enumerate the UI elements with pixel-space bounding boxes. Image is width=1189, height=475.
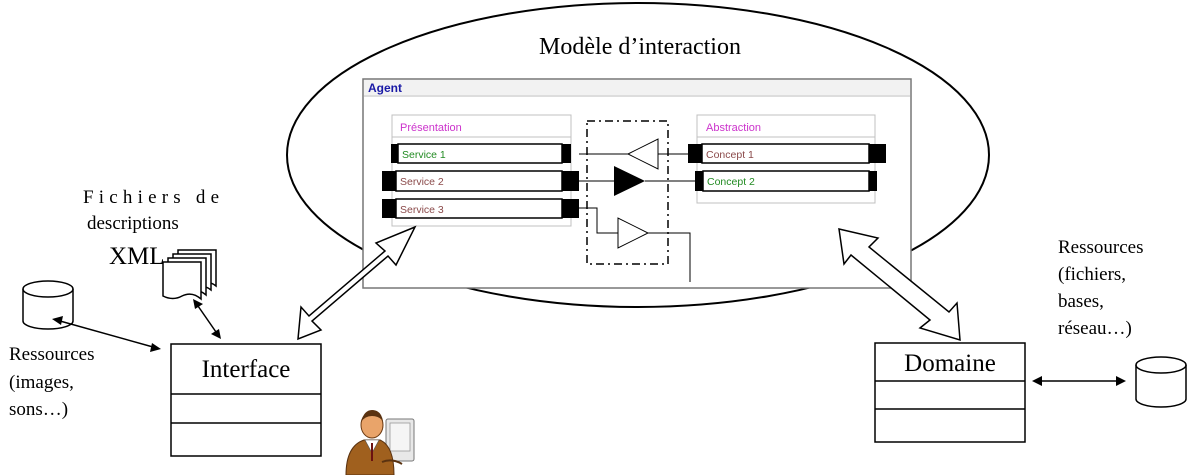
- service-1-label: Service 1: [402, 149, 446, 161]
- service-3-label: Service 3: [400, 204, 444, 216]
- domaine-db-arrow-right: [1032, 376, 1126, 386]
- interaction-model-title: Modèle d’interaction: [539, 34, 741, 60]
- xml-document-stack-icon: [162, 249, 217, 301]
- resources-left-line3: sons…): [9, 399, 68, 420]
- service-row-2: Service 2: [382, 170, 579, 192]
- database-icon-right: [1135, 356, 1187, 408]
- connector-1: [579, 138, 688, 170]
- interface-label: Interface: [202, 356, 291, 383]
- agent-label: Agent: [368, 81, 402, 95]
- abstraction-header: Abstraction: [706, 122, 761, 134]
- db-interface-arrow-left: [52, 316, 161, 352]
- user-at-computer-icon: [345, 410, 415, 475]
- connector-3: [579, 207, 691, 282]
- domaine-label: Domaine: [904, 350, 996, 377]
- resources-right-line4: réseau…): [1058, 318, 1132, 339]
- concept-1-label: Concept 1: [706, 149, 754, 161]
- xml-files-line3: XML: [109, 243, 165, 270]
- xml-files-line2: descriptions: [87, 213, 179, 234]
- concept-row-2: Concept 2: [695, 170, 877, 192]
- xml-interface-arrow: [193, 299, 221, 339]
- resources-left-line2: (images,: [9, 372, 74, 393]
- concept-row-1: Concept 1: [688, 143, 886, 164]
- interface-box: Interface: [170, 343, 322, 457]
- service-row-1: Service 1: [391, 143, 571, 164]
- xml-files-line1: Fichiers de: [83, 187, 219, 208]
- resources-right-line1: Ressources: [1058, 237, 1143, 258]
- interface-agent-double-arrow: [297, 225, 417, 341]
- agent-domaine-double-arrow: [838, 228, 961, 342]
- service-2-label: Service 2: [400, 176, 444, 188]
- resources-left-line1: Ressources: [9, 344, 94, 365]
- agent-titlebar: [364, 80, 910, 95]
- resources-right-line2: (fichiers,: [1058, 264, 1126, 285]
- resources-right-line3: bases,: [1058, 291, 1104, 312]
- connector-box: [586, 120, 669, 265]
- concept-2-label: Concept 2: [707, 176, 755, 188]
- service-row-3: Service 3: [382, 198, 579, 219]
- presentation-header: Présentation: [400, 122, 462, 134]
- domaine-box: Domaine: [874, 342, 1026, 443]
- connector-2: [579, 166, 695, 196]
